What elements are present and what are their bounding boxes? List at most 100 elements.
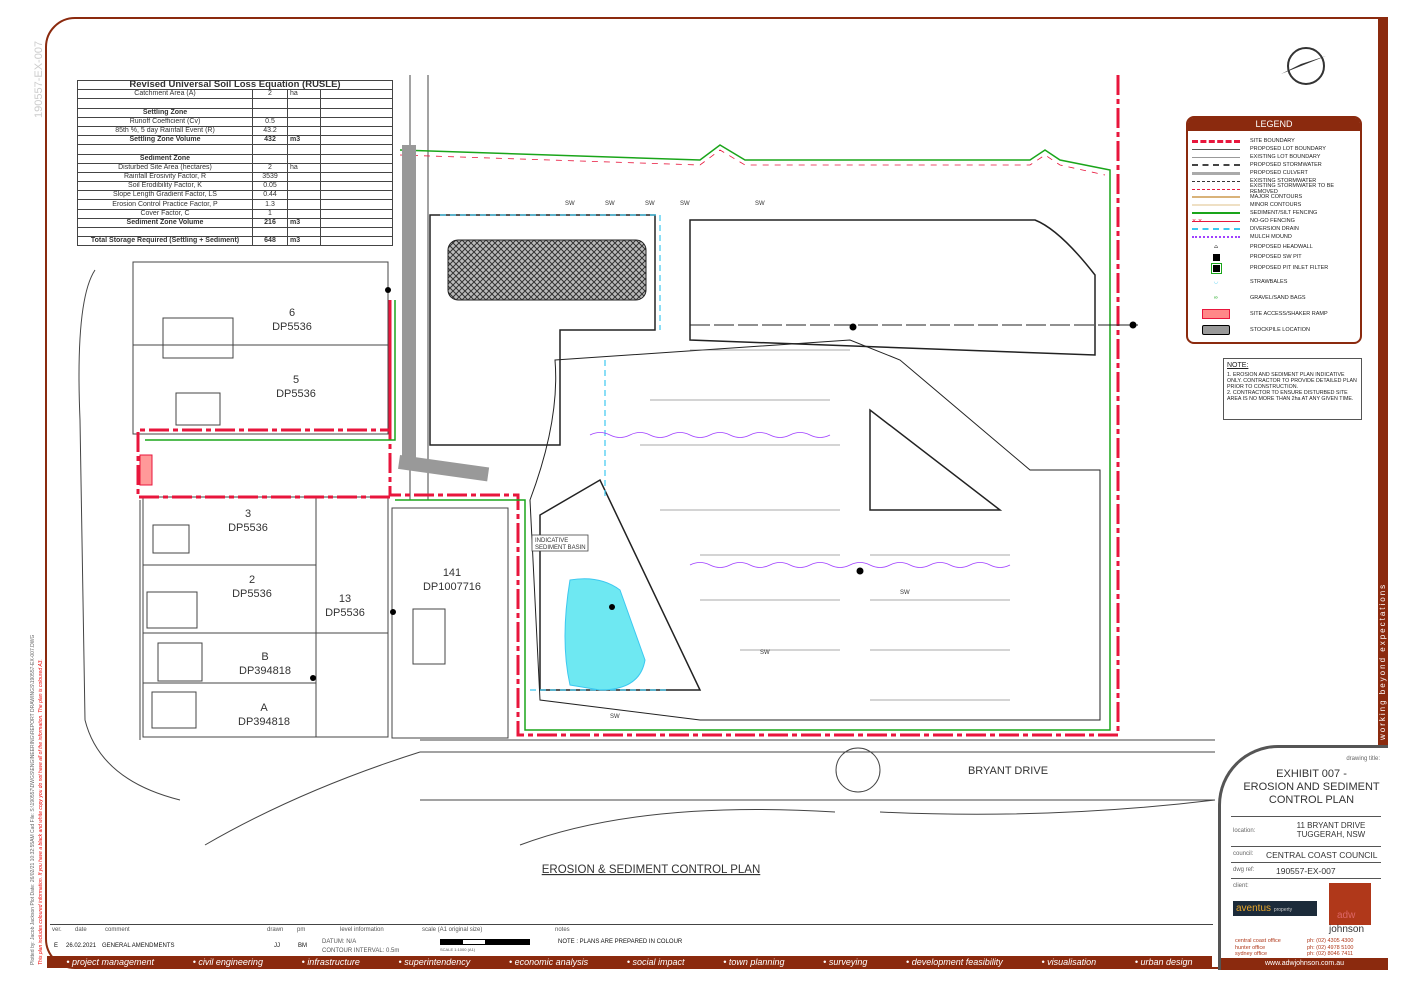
- lot-number: 6: [289, 307, 295, 319]
- rusle-value: [252, 153, 288, 164]
- location-label: location:: [1233, 828, 1256, 834]
- rusle-value: 432: [252, 135, 288, 146]
- rusle-unit: [287, 226, 321, 238]
- legend-label: PROPOSED STORMWATER: [1250, 162, 1322, 168]
- rusle-value: 0.05: [252, 181, 288, 192]
- notes-box: NOTE: 1. EROSION AND SEDIMENT PLAN INDIC…: [1223, 358, 1362, 420]
- location: 11 BRYANT DRIVE: [1296, 821, 1366, 830]
- legend-item: PROPOSED CULVERT: [1192, 169, 1308, 177]
- mulch-mound: [589, 432, 1011, 568]
- rusle-row: [77, 226, 393, 238]
- rusle-unit: [287, 208, 321, 219]
- client-logo: aventus property: [1233, 901, 1317, 916]
- dwg-ref-label: dwg ref:: [1233, 867, 1255, 873]
- roundabout: [835, 747, 881, 793]
- legend-label: PROPOSED CULVERT: [1250, 170, 1308, 176]
- lot-dp: DP5536: [276, 388, 316, 400]
- council: CENTRAL COAST COUNCIL: [1266, 850, 1378, 860]
- rusle-unit: [287, 171, 321, 183]
- legend-symbol-icon: [1192, 325, 1240, 335]
- legend-item: ∞GRAVEL/SAND BAGS: [1192, 294, 1306, 302]
- rusle-label: Runoff Coefficient (Cv): [77, 116, 253, 127]
- service-item: • visualisation: [1041, 957, 1097, 967]
- legend-item: ◡STRAWBALES: [1192, 278, 1288, 286]
- rusle-value: 648: [252, 236, 288, 247]
- rusle-label: Settling Zone Volume: [77, 135, 253, 146]
- datum: DATUM: N/A: [322, 939, 357, 945]
- lot-dp: DP5536: [325, 607, 365, 619]
- legend-label: SITE ACCESS/SHAKER RAMP: [1250, 311, 1328, 317]
- rusle-label: Settling Zone: [77, 107, 253, 118]
- plan-title: EROSION & SEDIMENT CONTROL PLAN: [542, 864, 761, 876]
- location: TUGGERAH, NSW: [1296, 830, 1366, 839]
- sediment-basin: [564, 578, 646, 691]
- legend-symbol-icon: [1192, 262, 1240, 274]
- lot-number: 13: [339, 593, 351, 605]
- legend-symbol-icon: [1192, 201, 1240, 209]
- diversion-drain: [440, 214, 670, 691]
- legend-symbol-icon: [1192, 169, 1240, 177]
- legend-item: PROPOSED LOT BOUNDARY: [1192, 145, 1326, 153]
- legend-item: × ×NO-GO FENCING: [1192, 217, 1295, 225]
- legend-symbol-icon: [1192, 233, 1240, 241]
- rev-header: scale (A1 original size): [422, 927, 483, 933]
- legend-item: PROPOSED STORMWATER: [1192, 161, 1322, 169]
- rusle-unit: [287, 153, 321, 164]
- rusle-unit: [287, 125, 321, 137]
- rusle-unit: [287, 116, 321, 127]
- legend-symbol-icon: [1192, 185, 1240, 193]
- rusle-row: Total Storage Required (Settling + Sedim…: [77, 236, 393, 247]
- rusle-label: Sediment Zone Volume: [77, 217, 253, 229]
- rusle-value: 2: [252, 162, 288, 173]
- legend-label: STRAWBALES: [1250, 279, 1288, 285]
- service-item: • town planning: [723, 957, 785, 967]
- rusle-unit: [287, 98, 321, 109]
- rusle-row: [77, 98, 393, 109]
- brand-bar: [1378, 17, 1388, 747]
- drawing-title: CONTROL PLAN: [1268, 794, 1355, 806]
- legend-symbol-icon: [1192, 153, 1240, 161]
- legend-symbol-icon: [1192, 145, 1240, 153]
- scale-text: SCALE 1:1000 (A1): [440, 947, 476, 952]
- legend-symbol-icon: ⌓: [1213, 243, 1219, 250]
- legend-item: PROPOSED PIT INLET FILTER: [1192, 262, 1329, 274]
- legend-item: MAJOR CONTOURS: [1192, 193, 1302, 201]
- rev-comment: GENERAL AMENDMENTS: [102, 943, 175, 949]
- website-link[interactable]: www.adwjohnson.com.au: [1221, 958, 1388, 970]
- rev-header: notes: [555, 927, 570, 933]
- road-name: BRYANT DRIVE: [968, 765, 1048, 777]
- legend-label: PROPOSED PIT INLET FILTER: [1250, 265, 1329, 271]
- rusle-row: Settling Zone: [77, 107, 393, 118]
- firm-name: johnson: [1329, 924, 1365, 935]
- note-title: NOTE:: [1227, 362, 1249, 369]
- rusle-value: 3539: [252, 171, 288, 183]
- legend-item: SITE BOUNDARY: [1192, 137, 1295, 145]
- legend-item: SEDIMENT/SILT FENCING: [1192, 209, 1317, 217]
- legend-item: EXISTING LOT BOUNDARY: [1192, 153, 1320, 161]
- rusle-label: [77, 144, 253, 155]
- rusle-unit: ha: [287, 162, 321, 173]
- legend-symbol-icon: ∞: [1214, 295, 1218, 301]
- legend-symbol-icon: [1192, 193, 1240, 201]
- revision-table: ver. date comment drawn pm level informa…: [50, 924, 1213, 957]
- legend-symbol-icon: [1192, 225, 1240, 233]
- rev-header: pm: [297, 927, 306, 933]
- scale-bar: [440, 939, 530, 945]
- service-item: • infrastructure: [301, 957, 360, 967]
- lot-boundaries: [132, 261, 509, 739]
- rusle-unit: [287, 107, 321, 118]
- legend-item: SITE ACCESS/SHAKER RAMP: [1192, 309, 1328, 319]
- lot-number: 5: [293, 374, 299, 386]
- basin-label: SEDIMENT BASIN: [535, 545, 586, 551]
- parking-rows: [640, 349, 1010, 701]
- shaker-ramp: [398, 455, 490, 482]
- north-arrow-icon: [1281, 47, 1326, 85]
